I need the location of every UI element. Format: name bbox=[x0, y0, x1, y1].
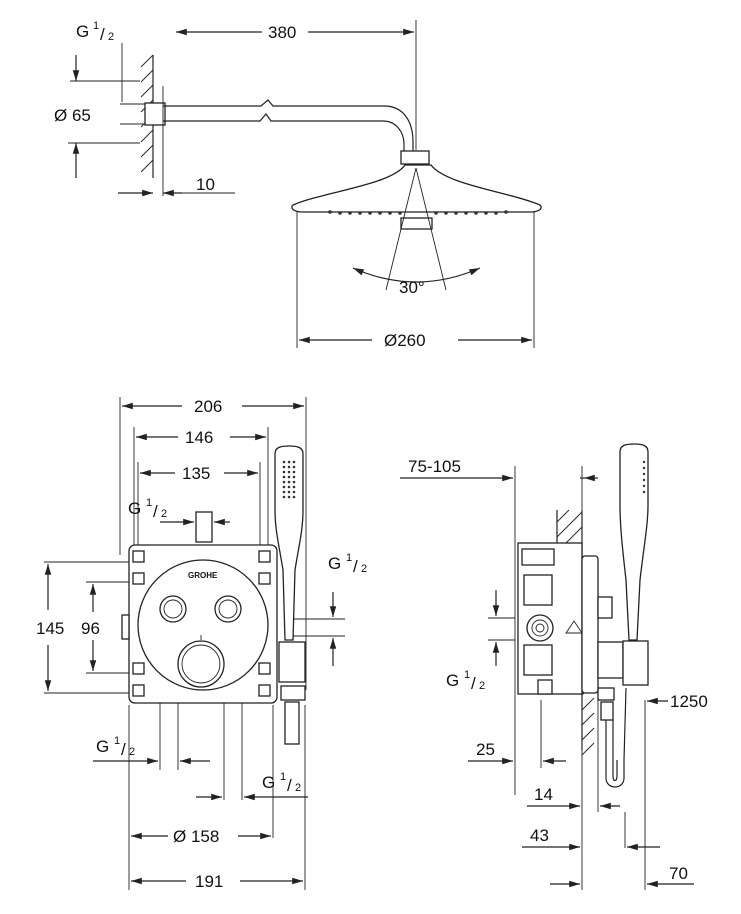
trim-plate bbox=[137, 559, 269, 691]
thread-label-bottom-left: G 1 / 2 bbox=[96, 735, 135, 759]
svg-text:2: 2 bbox=[479, 680, 485, 692]
g-letter: G bbox=[76, 22, 89, 41]
spray-angle-label: 30° bbox=[399, 278, 425, 297]
svg-text:/: / bbox=[100, 25, 105, 44]
head-nozzles bbox=[328, 210, 508, 215]
flange-diameter-label: Ø 65 bbox=[54, 106, 91, 125]
outlet-elbow bbox=[280, 685, 306, 701]
hand-shower bbox=[274, 445, 304, 641]
dial-knurl bbox=[597, 641, 624, 679]
svg-text:2: 2 bbox=[295, 782, 301, 794]
svg-text:G: G bbox=[128, 499, 141, 518]
head-shower-view: G 1 / 2 380 Ø 65 10 30° Ø260 bbox=[54, 20, 542, 350]
svg-text:G: G bbox=[96, 737, 109, 756]
side-tab bbox=[121, 614, 130, 640]
shower-head bbox=[291, 164, 542, 213]
height-total-label: 145 bbox=[36, 619, 64, 638]
hose-connector bbox=[284, 701, 300, 745]
hose bbox=[605, 687, 627, 788]
svg-text:1: 1 bbox=[464, 669, 470, 681]
thread-label-top: G 1 / 2 bbox=[128, 497, 167, 521]
svg-text:2: 2 bbox=[161, 508, 167, 520]
svg-text:1: 1 bbox=[146, 497, 152, 509]
svg-text:1: 1 bbox=[280, 771, 286, 783]
side-thread-label: G 1 / 2 bbox=[446, 669, 485, 693]
svg-text:/: / bbox=[353, 557, 358, 576]
bracket-width-label: 135 bbox=[182, 464, 210, 483]
offset-43-label: 43 bbox=[530, 826, 549, 845]
thread-label-right: G 1 / 2 bbox=[328, 552, 367, 576]
arm-nut bbox=[400, 150, 430, 165]
svg-text:G: G bbox=[446, 671, 459, 690]
install-depth-label: 75-105 bbox=[408, 457, 461, 476]
connection-label: G 1 / 2 bbox=[76, 20, 114, 44]
thermostat-front-view: GROHE G 1 / 2 G bbox=[36, 397, 367, 891]
svg-text:G: G bbox=[328, 554, 341, 573]
holder-bracket bbox=[278, 641, 306, 683]
side-view: 75-105 G 1 / 2 1250 25 14 43 70 bbox=[400, 443, 708, 890]
base-width-label: 191 bbox=[195, 872, 223, 891]
side-holder bbox=[622, 640, 649, 686]
brand-logo: GROHE bbox=[188, 571, 218, 580]
center-jet bbox=[400, 217, 433, 230]
svg-text:/: / bbox=[471, 674, 476, 693]
svg-text:1: 1 bbox=[114, 735, 120, 747]
svg-text:1: 1 bbox=[346, 552, 352, 564]
fraction-den: 2 bbox=[108, 31, 114, 43]
thread-label-bottom-right: G 1 / 2 bbox=[262, 771, 301, 795]
svg-text:2: 2 bbox=[361, 563, 367, 575]
fraction-num: 1 bbox=[93, 20, 99, 32]
inlet-fitting bbox=[526, 614, 554, 642]
offset-25-label: 25 bbox=[476, 740, 495, 759]
height-inner-label: 96 bbox=[81, 619, 100, 638]
head-diameter-label: Ø260 bbox=[384, 331, 426, 350]
side-hand-shower-nozzles bbox=[642, 460, 646, 494]
side-hand-shower bbox=[619, 443, 649, 641]
hand-shower-nozzles bbox=[282, 460, 296, 499]
svg-text:2: 2 bbox=[129, 746, 135, 758]
svg-text:/: / bbox=[153, 502, 158, 521]
hose-length-label: 1250 bbox=[670, 692, 708, 711]
temperature-dial bbox=[177, 640, 225, 688]
wall-gap-label: 10 bbox=[196, 175, 215, 194]
outlet-diameter-label: Ø 158 bbox=[173, 827, 219, 846]
top-outlet bbox=[195, 511, 213, 543]
offset-70-label: 70 bbox=[669, 864, 688, 883]
offset-14-label: 14 bbox=[534, 785, 553, 804]
arm-length-label: 380 bbox=[268, 23, 296, 42]
svg-text:/: / bbox=[121, 740, 126, 759]
cover-plate bbox=[581, 555, 599, 694]
wall-flange bbox=[144, 102, 166, 126]
mounting-holes bbox=[132, 550, 271, 697]
svg-text:G: G bbox=[262, 773, 275, 792]
svg-text:/: / bbox=[287, 776, 292, 795]
overall-width-label: 206 bbox=[194, 397, 222, 416]
inner-width-label: 146 bbox=[185, 428, 213, 447]
outlet-knurl bbox=[597, 596, 613, 619]
shower-arm bbox=[163, 99, 414, 152]
